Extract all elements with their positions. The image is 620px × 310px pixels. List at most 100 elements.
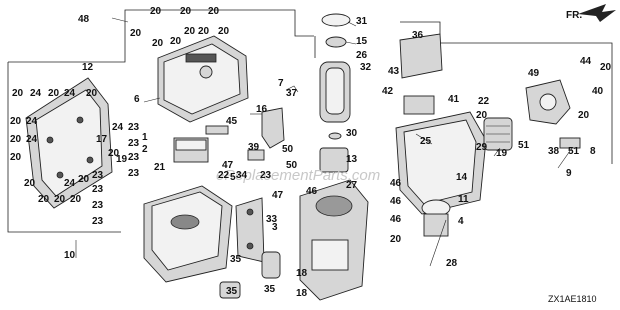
callout-24: 24 <box>64 178 76 189</box>
callout-16: 16 <box>256 104 268 115</box>
lever-arm-part <box>261 85 299 149</box>
front-direction-arrow-icon <box>578 4 616 22</box>
callout-31: 31 <box>356 16 368 27</box>
callout-36: 36 <box>412 30 424 41</box>
callout-20: 20 <box>170 36 182 47</box>
callout-20: 20 <box>38 194 50 205</box>
callout-20: 20 <box>150 6 162 17</box>
callout-24: 24 <box>26 134 38 145</box>
callout-25: 25 <box>420 136 432 147</box>
direction-label: FR. <box>566 10 582 21</box>
throttle-body-part <box>299 179 369 301</box>
callout-12: 12 <box>82 62 94 73</box>
callout-10: 10 <box>64 250 76 261</box>
callout-20: 20 <box>130 28 142 39</box>
callout-35: 35 <box>264 284 276 295</box>
callout-33: 33 <box>266 214 278 225</box>
callout-2: 2 <box>142 144 148 155</box>
left-bracket-frame <box>7 62 121 233</box>
callout-23: 23 <box>128 138 140 149</box>
callout-6: 6 <box>134 94 140 105</box>
callout-5: 5 <box>230 172 236 183</box>
vapor-separator-cover-part <box>25 77 113 209</box>
callout-7: 7 <box>278 78 284 89</box>
callout-41: 41 <box>448 94 460 105</box>
callout-24: 24 <box>112 122 124 133</box>
callout-37: 37 <box>286 88 298 99</box>
callout-21: 21 <box>154 162 166 173</box>
vapor-separator-top-part <box>157 35 249 123</box>
callout-20: 20 <box>218 26 230 37</box>
callout-46: 46 <box>390 214 402 225</box>
callout-39: 39 <box>248 142 260 153</box>
callout-9: 9 <box>566 168 572 179</box>
callout-23: 23 <box>128 168 140 179</box>
callout-42: 42 <box>382 86 394 97</box>
callout-23: 23 <box>92 200 104 211</box>
callout-38: 38 <box>548 146 560 157</box>
intake-manifold-part <box>395 111 487 215</box>
callout-20: 20 <box>108 148 120 159</box>
top-frame <box>8 9 314 63</box>
callout-19: 19 <box>116 154 128 165</box>
callout-26: 26 <box>356 50 368 61</box>
callout-47: 47 <box>272 190 284 201</box>
callout-20: 20 <box>54 194 66 205</box>
callout-49: 49 <box>528 68 540 79</box>
watermark-text: eReplacementParts.com <box>216 167 380 184</box>
leader-lines <box>75 17 573 267</box>
callout-20: 20 <box>208 6 220 17</box>
callout-46: 46 <box>390 178 402 189</box>
callout-15: 15 <box>356 36 368 47</box>
callout-29: 29 <box>476 142 488 153</box>
callout-23: 23 <box>92 184 104 195</box>
callout-20: 20 <box>198 26 210 37</box>
connector-part <box>559 137 581 149</box>
callout-23: 23 <box>92 170 104 181</box>
callout-22: 22 <box>218 170 230 181</box>
injector-part <box>421 199 451 237</box>
callout-47: 47 <box>222 160 234 171</box>
callout-22: 22 <box>478 96 490 107</box>
callout-20: 20 <box>184 26 196 37</box>
callout-20: 20 <box>86 88 98 99</box>
callout-3: 3 <box>272 222 278 233</box>
callout-43: 43 <box>388 66 400 77</box>
callout-35: 35 <box>230 254 242 265</box>
callout-46: 46 <box>306 186 318 197</box>
callout-1: 1 <box>142 132 148 143</box>
callout-13: 13 <box>346 154 358 165</box>
callout-34: 34 <box>236 170 248 181</box>
callout-23: 23 <box>260 170 272 181</box>
callout-24: 24 <box>26 116 38 127</box>
callout-20: 20 <box>10 152 22 163</box>
callout-30: 30 <box>346 128 358 139</box>
callout-23: 23 <box>128 152 140 163</box>
callout-20: 20 <box>600 62 612 73</box>
callout-50: 50 <box>282 144 294 155</box>
callout-20: 20 <box>180 6 192 17</box>
callout-20: 20 <box>10 116 22 127</box>
lower-housing-part <box>143 185 233 283</box>
callout-20: 20 <box>10 134 22 145</box>
callout-20: 20 <box>78 174 90 185</box>
callout-44: 44 <box>580 56 592 67</box>
needle-valve-parts <box>205 125 265 161</box>
callout-20: 20 <box>70 194 82 205</box>
callout-35: 35 <box>226 286 238 297</box>
callout-23: 23 <box>128 122 140 133</box>
callout-20: 20 <box>24 178 36 189</box>
fuel-pump-part <box>319 13 351 173</box>
callout-20: 20 <box>152 38 164 49</box>
float-chamber-part <box>173 137 209 163</box>
callout-48: 48 <box>78 14 90 25</box>
callout-24: 24 <box>30 88 42 99</box>
callout-19: 19 <box>496 148 508 159</box>
callout-11: 11 <box>458 194 469 205</box>
callout-46: 46 <box>390 196 402 207</box>
callout-40: 40 <box>592 86 604 97</box>
filter-housing-part <box>525 79 571 125</box>
